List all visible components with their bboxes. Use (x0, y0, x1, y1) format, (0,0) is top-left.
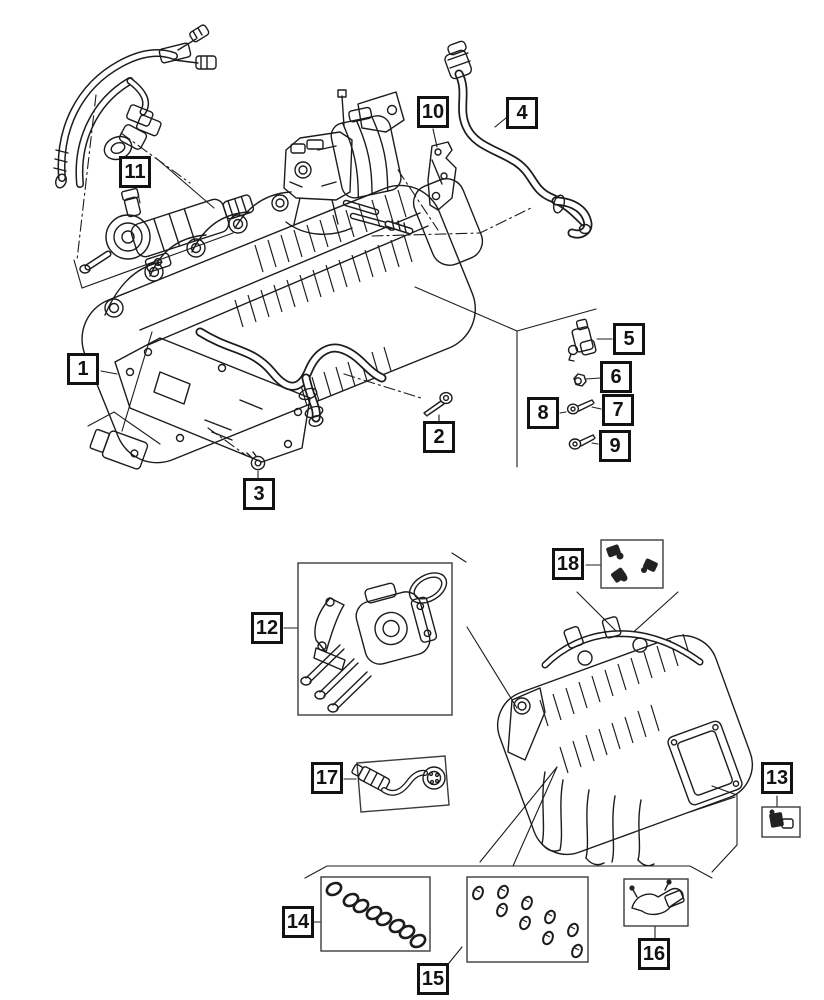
bolt-2-drawing (423, 391, 453, 417)
parts-box-17 (351, 755, 450, 813)
leader-lines-bottom (304, 766, 778, 964)
callout-17[interactable]: 17 (311, 762, 343, 794)
hardware-6-drawing (573, 373, 587, 387)
parts-box-12 (283, 552, 518, 716)
callout-6[interactable]: 6 (600, 361, 632, 393)
parts-box-14 (320, 876, 431, 952)
hose-4-drawing (444, 40, 593, 239)
hose-assembly-drawing (53, 24, 217, 189)
parts-box-18 (576, 539, 679, 638)
parts-box-16 (623, 878, 689, 927)
callout-1[interactable]: 1 (67, 353, 99, 385)
callout-10[interactable]: 10 (417, 96, 449, 128)
callout-16[interactable]: 16 (638, 938, 670, 970)
callout-13[interactable]: 13 (761, 762, 793, 794)
callout-7[interactable]: 7 (602, 394, 634, 426)
parts-box-13 (761, 806, 801, 838)
callout-4[interactable]: 4 (506, 97, 538, 129)
callout-11[interactable]: 11 (119, 156, 151, 188)
callout-9[interactable]: 9 (599, 430, 631, 462)
bolt-3-drawing (246, 451, 266, 471)
hardware-9-drawing (568, 434, 596, 450)
callout-12[interactable]: 12 (251, 612, 283, 644)
callout-14[interactable]: 14 (282, 906, 314, 938)
callout-8[interactable]: 8 (527, 397, 559, 429)
parts-box-15 (466, 876, 589, 963)
callout-18[interactable]: 18 (552, 548, 584, 580)
hardware-7-drawing (566, 399, 595, 415)
callout-5[interactable]: 5 (613, 323, 645, 355)
solenoid-assembly-drawing (283, 89, 405, 235)
callout-2[interactable]: 2 (423, 421, 455, 453)
lower-manifold-drawing (497, 616, 753, 867)
callout-3[interactable]: 3 (243, 478, 275, 510)
leader-lines-top (73, 94, 613, 479)
purge-valve-drawing (79, 187, 255, 274)
callout-15[interactable]: 15 (417, 963, 449, 995)
hardware-5-drawing (567, 318, 597, 362)
upper-manifold-drawing (81, 178, 484, 470)
